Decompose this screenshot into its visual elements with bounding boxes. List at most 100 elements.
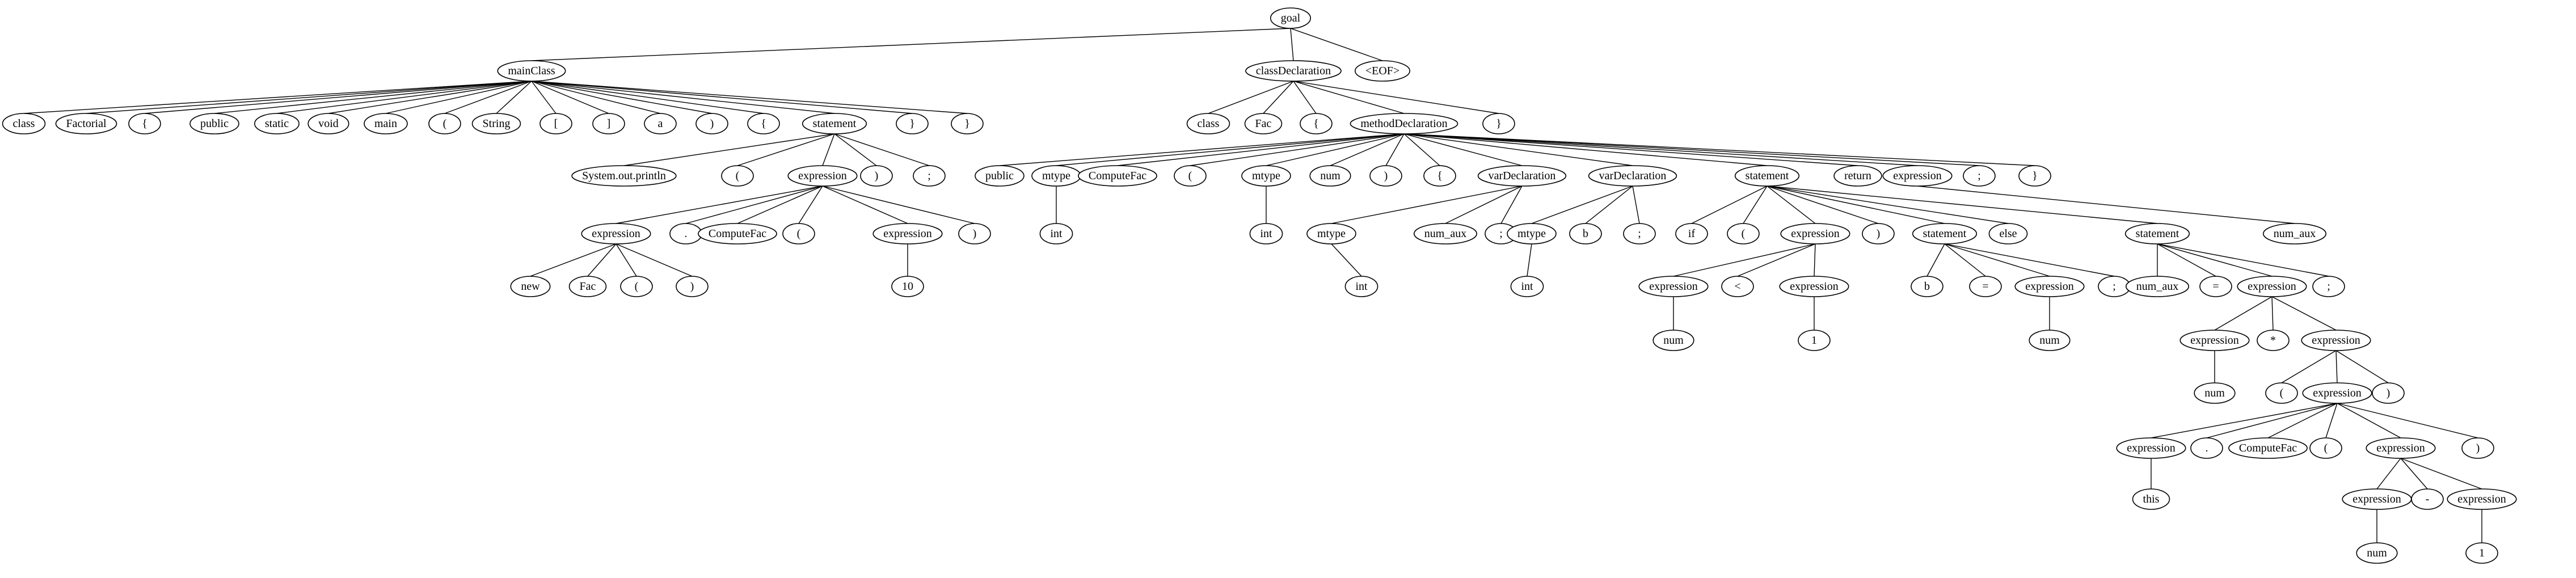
tree-node-v1-int: int	[1344, 276, 1378, 297]
tree-edge	[1500, 185, 1523, 224]
tree-edge	[1056, 133, 1405, 166]
tree-node-s-expr: expression	[787, 165, 858, 187]
node-ellipse	[1623, 223, 1656, 244]
tree-edge	[1403, 133, 1918, 166]
node-ellipse	[307, 113, 349, 134]
tree-edge	[2337, 403, 2401, 438]
node-label: ;	[927, 170, 931, 182]
tree-node-mc-rbrace1: }	[896, 113, 929, 134]
node-label: num	[2204, 387, 2225, 399]
node-ellipse	[1413, 223, 1478, 244]
node-ellipse	[2132, 488, 2170, 510]
node-label: int	[1050, 227, 1063, 240]
tree-node-v1-name: num_aux	[1413, 223, 1478, 244]
node-label: static	[265, 117, 289, 130]
node-label: public	[985, 170, 1014, 182]
node-ellipse	[128, 113, 161, 134]
node-label: =	[2212, 280, 2219, 293]
tree-node-call-rparen: )	[2461, 437, 2494, 459]
node-label: expression	[2313, 387, 2362, 399]
node-ellipse	[2179, 330, 2250, 351]
node-label: ;	[2327, 280, 2330, 293]
tree-edge	[1527, 243, 1532, 277]
tree-node-sub-left: expression	[2342, 488, 2412, 510]
node-ellipse	[860, 165, 893, 187]
tree-edge	[2337, 403, 2478, 438]
node-ellipse	[896, 113, 929, 134]
tree-node-mul-left: expression	[2179, 330, 2250, 351]
tree-node-mc-static: static	[254, 113, 300, 134]
tree-node-st-lparen: (	[1727, 223, 1760, 244]
tree-node-s-lparen: (	[721, 165, 754, 187]
tree-edge	[798, 185, 823, 224]
node-label: expression	[883, 227, 932, 240]
tree-node-mc-rparen: )	[695, 113, 728, 134]
tree-node-sub-num: num	[2356, 542, 2398, 564]
node-label: 1	[1811, 334, 1817, 347]
node-label: statement	[1923, 227, 1967, 240]
tree-node-e-expr1: expression	[581, 223, 651, 244]
tree-node-v1-type: mtype	[1306, 223, 1356, 244]
tree-node-th-expr: expression	[2014, 276, 2085, 297]
node-ellipse	[1912, 223, 1978, 244]
node-label: new	[521, 280, 540, 293]
node-ellipse	[1862, 223, 1895, 244]
node-ellipse	[1350, 113, 1458, 134]
tree-node-ret-val: num_aux	[2262, 223, 2327, 244]
node-label: void	[318, 117, 339, 130]
tree-edge	[144, 81, 532, 114]
node-ellipse	[497, 60, 566, 82]
tree-node-call-name: ComputeFac	[2228, 437, 2308, 459]
tree-edge	[1290, 28, 1294, 61]
node-label: b	[1583, 227, 1588, 240]
tree-edge	[1944, 243, 2115, 277]
node-ellipse	[1588, 165, 1677, 187]
node-ellipse	[1482, 113, 1515, 134]
tree-edge	[737, 133, 835, 166]
tree-edge	[496, 81, 532, 114]
node-label: )	[973, 227, 977, 240]
node-label: expression	[2352, 493, 2401, 505]
tree-node-n-fac: Fac	[568, 276, 607, 297]
tree-edge	[531, 81, 764, 114]
tree-node-mc-class: class	[2, 113, 46, 134]
tree-node-e-lparen: (	[782, 223, 815, 244]
node-label: num_aux	[2274, 227, 2316, 240]
tree-node-m-semi: ;	[1963, 165, 1996, 187]
tree-edge	[531, 81, 835, 114]
node-ellipse	[2366, 437, 2436, 459]
tree-edge	[822, 185, 908, 224]
tree-node-m-return: return	[1833, 165, 1882, 187]
tree-node-st-if: if	[1675, 223, 1708, 244]
tree-edge	[2206, 403, 2338, 438]
tree-node-mc-lbrace2: {	[747, 113, 780, 134]
node-ellipse	[2124, 223, 2190, 244]
tree-edge	[1766, 185, 1879, 224]
tree-node-call-obj: expression	[2116, 437, 2186, 459]
tree-node-m-type1: mtype	[1031, 165, 1081, 187]
node-label: expression	[2025, 280, 2074, 293]
node-label: [	[554, 117, 558, 130]
tree-node-eof: <EOF>	[1355, 60, 1410, 82]
tree-node-cd-rbrace: }	[1482, 113, 1515, 134]
node-ellipse	[2262, 223, 2327, 244]
node-label: (	[797, 227, 801, 240]
tree-edge	[1766, 185, 1816, 224]
node-label: ]	[607, 117, 611, 130]
tree-node-sub-right: expression	[2447, 488, 2517, 510]
node-ellipse	[1039, 223, 1073, 244]
tree-node-e-compute: ComputeFac	[698, 223, 777, 244]
tree-edge	[615, 243, 637, 277]
tree-node-mc-factorial: Factorial	[55, 113, 117, 134]
node-ellipse	[695, 113, 728, 134]
tree-node-m-type2: mtype	[1241, 165, 1291, 187]
tree-edge	[2400, 458, 2428, 490]
tree-node-st-else: else	[1988, 223, 2028, 244]
tree-node-m-num: num	[1309, 165, 1351, 187]
node-ellipse	[1423, 165, 1456, 187]
node-ellipse	[1833, 165, 1882, 187]
tree-node-mc-rbrack: ]	[592, 113, 625, 134]
node-ellipse	[698, 223, 777, 244]
tree-node-th-eq: =	[1969, 276, 2002, 297]
node-label: num	[1663, 334, 1684, 347]
